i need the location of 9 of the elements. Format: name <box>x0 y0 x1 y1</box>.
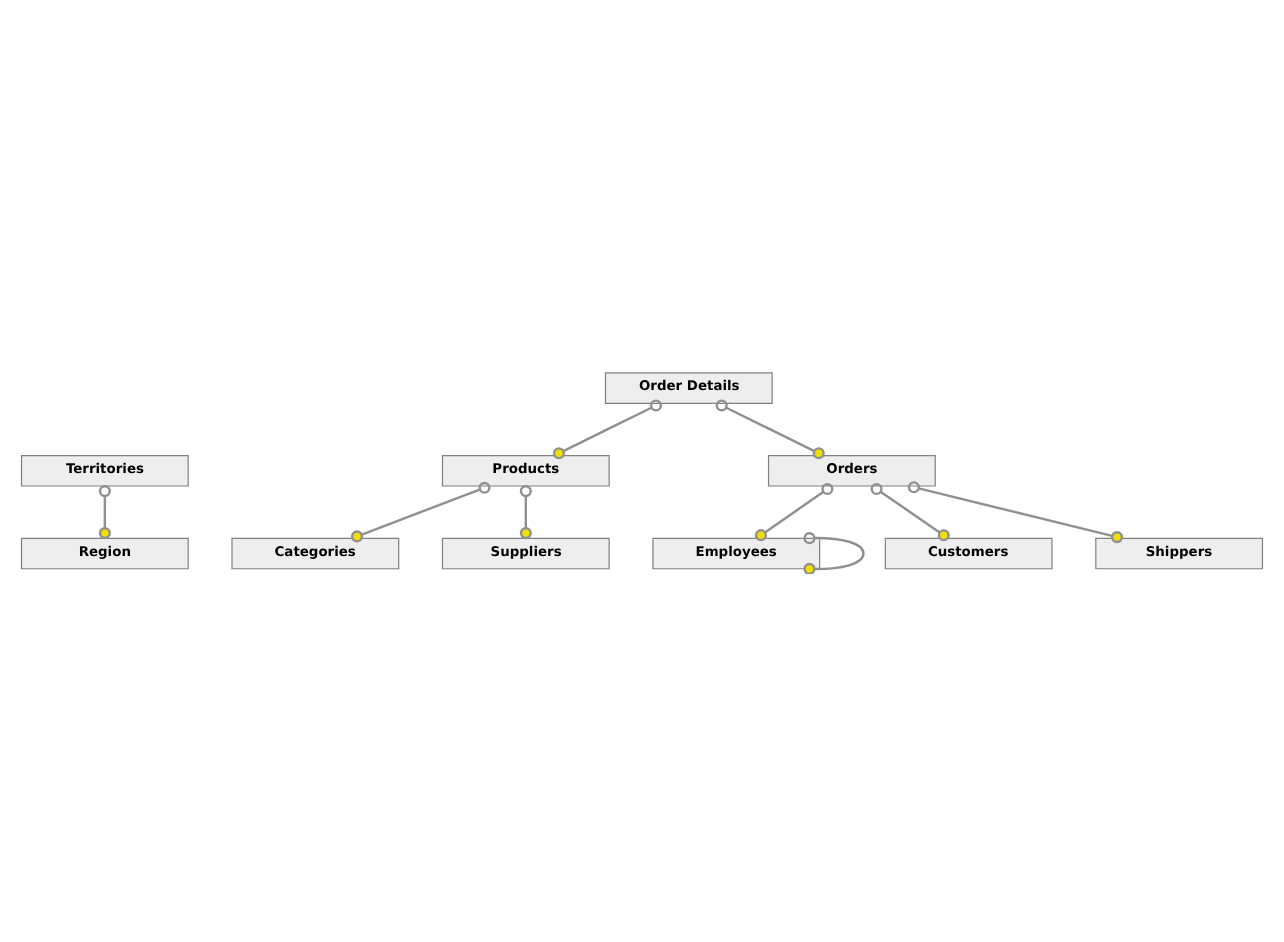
connector <box>907 481 1124 544</box>
connector <box>552 399 663 460</box>
connector <box>754 482 834 542</box>
connector <box>519 485 532 540</box>
connector <box>803 532 865 574</box>
connector <box>98 485 111 540</box>
connector <box>715 399 825 460</box>
connector <box>870 482 950 542</box>
connector <box>350 481 491 543</box>
